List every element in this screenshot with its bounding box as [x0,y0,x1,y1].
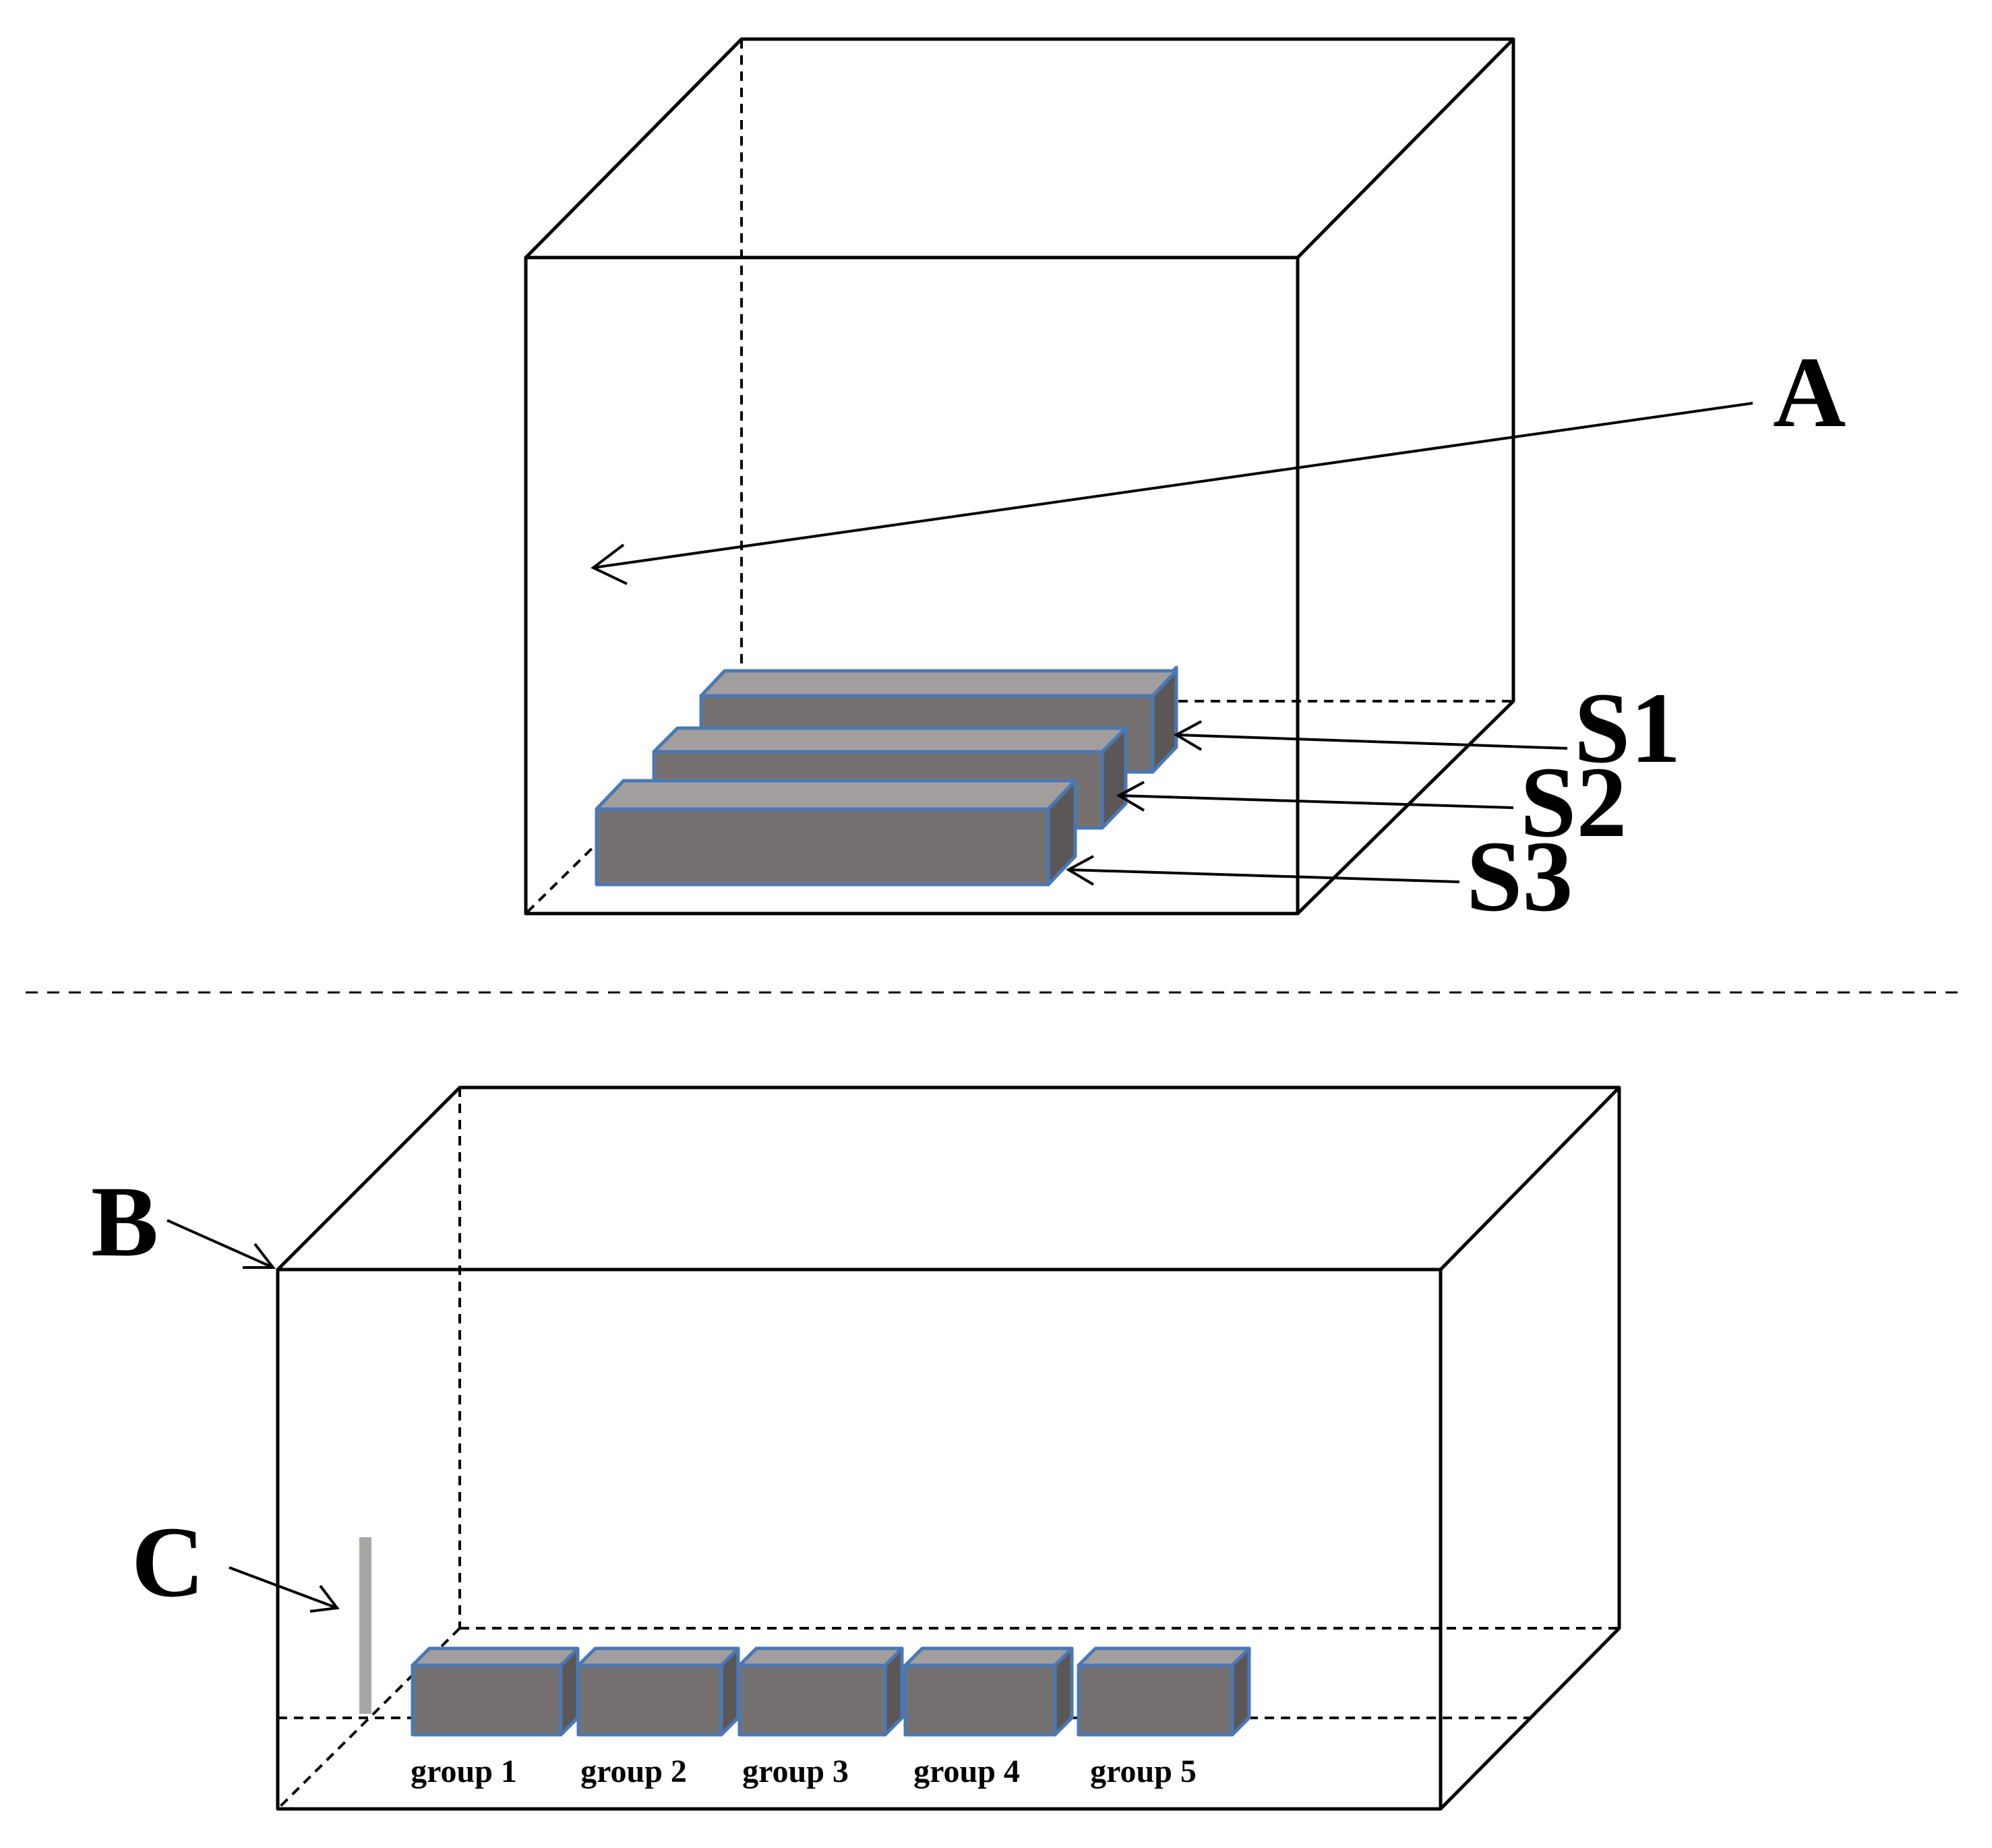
sample-blocks-s [595,665,1178,887]
group-blocks [411,1646,1251,1737]
arrow-c [229,1566,340,1613]
group-label-3: group 3 [742,1754,849,1789]
group-block-2 [576,1646,740,1737]
arrow-s2 [1116,781,1514,812]
label-c: C [131,1506,204,1618]
group-block-3 [737,1646,904,1737]
group-label-1: group 1 [411,1754,517,1789]
group-block-1 [411,1646,580,1737]
group-label-5: group 5 [1090,1754,1197,1789]
group-label-4: group 4 [913,1754,1020,1789]
arrow-s1 [1173,720,1568,751]
rod-c [359,1537,371,1714]
label-s1: S1 [1574,672,1681,784]
label-a: A [1773,336,1846,448]
group-block-4 [903,1646,1074,1737]
arrow-s3 [1065,855,1460,886]
label-s3: S3 [1466,821,1573,932]
block-s3 [595,779,1077,887]
arrow-b [167,1219,276,1269]
label-b: B [91,1166,158,1278]
container-b [276,1085,1621,1811]
arrow-a [591,402,1753,585]
group-label-2: group 2 [580,1754,687,1789]
group-block-5 [1077,1646,1251,1737]
label-s2: S2 [1520,746,1627,858]
